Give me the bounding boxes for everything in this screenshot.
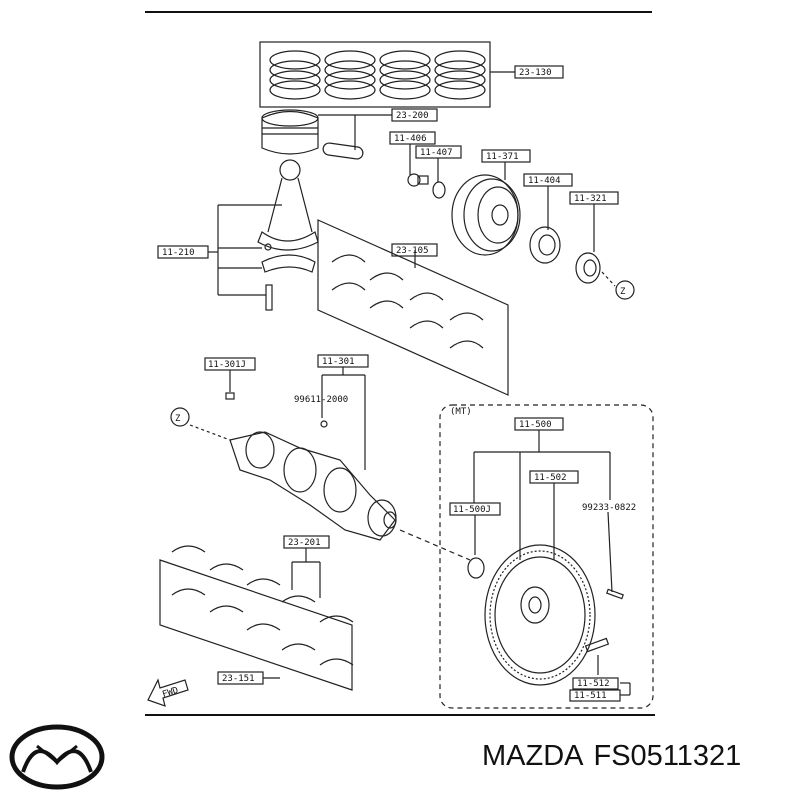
label-pin: 99233-0822 (582, 503, 636, 513)
fwd-label: FWD (161, 686, 180, 701)
rings-box (259, 41, 491, 108)
label-washer-407: 11-407 (420, 148, 453, 158)
label-bearing-500j: 11-500J (453, 505, 491, 515)
ring-set-4 (434, 50, 486, 100)
label-flywheel-assy: 11-500 (519, 420, 552, 430)
brand-name: MAZDA (482, 740, 584, 772)
label-bolt-512: 11-512 (577, 679, 610, 689)
pulley-bolt-group (389, 131, 462, 199)
z-marker-right: Z (620, 287, 626, 297)
label-bolt-511: 11-511 (574, 691, 607, 701)
label-flywheel-502: 11-502 (534, 473, 567, 483)
main-bearings-group (159, 535, 354, 691)
label-box-piston (391, 108, 438, 122)
crank-pulley-group (451, 149, 531, 256)
piston-rings-group (259, 41, 564, 108)
label-conrod: 11-210 (162, 248, 195, 258)
rod-bearings-group (317, 219, 509, 396)
fwd-arrow (147, 678, 189, 707)
ring-set-2 (324, 50, 376, 100)
ring-set-3 (379, 50, 431, 100)
timing-gear-group (523, 173, 635, 300)
label-rings: 23-130 (519, 68, 552, 78)
label-box-conrod (157, 245, 209, 259)
label-main-bearings: 23-201 (288, 538, 321, 548)
mazda-logo-icon (9, 724, 105, 790)
label-box-rings (514, 65, 564, 79)
label-key-404: 11-404 (528, 176, 561, 186)
label-mt: (MT) (450, 407, 472, 417)
label-thrust: 23-151 (222, 674, 255, 684)
flywheel-group (439, 404, 654, 709)
brand-caption: MAZDA FS0511321 (482, 740, 751, 773)
z-marker-left: Z (175, 414, 181, 424)
label-bolt-406: 11-406 (394, 134, 427, 144)
label-piston: 23-200 (396, 111, 429, 121)
label-plug: 99611-2000 (294, 395, 348, 405)
label-key-301j: 11-301J (208, 360, 246, 370)
label-rod-bearings: 23-105 (396, 246, 429, 256)
ring-set-1 (269, 50, 321, 100)
label-pulley: 11-371 (486, 152, 519, 162)
label-gear-321: 11-321 (574, 194, 607, 204)
part-number: FS0511321 (593, 740, 742, 772)
connecting-rod-group (157, 159, 319, 311)
piston-group (261, 108, 438, 160)
crankshaft-group (170, 354, 471, 561)
label-crankshaft: 11-301 (322, 357, 355, 367)
